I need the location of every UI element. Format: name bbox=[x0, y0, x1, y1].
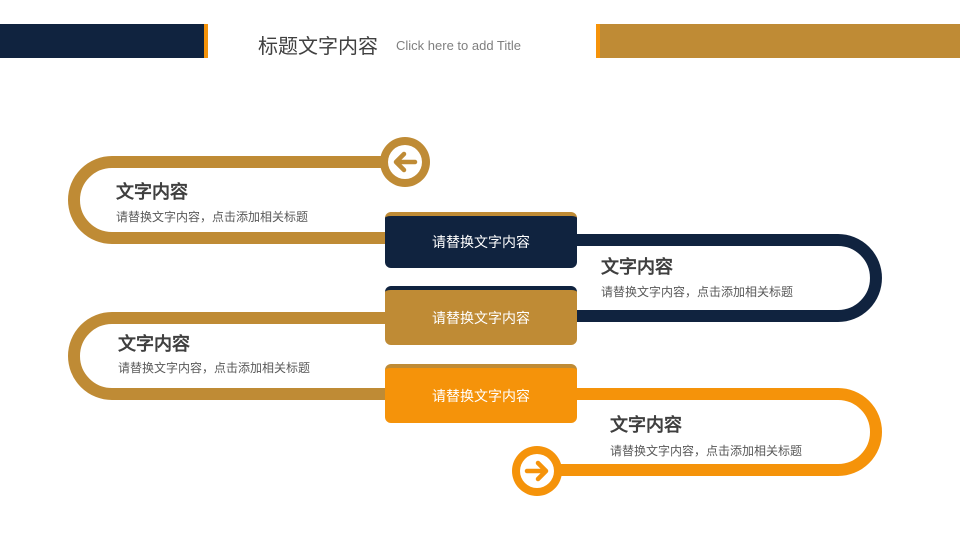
step-3-desc: 请替换文字内容，点击添加相关标题 bbox=[118, 361, 311, 375]
step-3-title: 文字内容 bbox=[118, 334, 190, 355]
arrow-right-circle-icon bbox=[512, 446, 562, 496]
header-bar-left bbox=[0, 24, 204, 58]
step-2-desc: 请替换文字内容，点击添加相关标题 bbox=[601, 285, 794, 299]
center-box-1: 请替换文字内容 bbox=[385, 212, 577, 268]
center-box-3: 请替换文字内容 bbox=[385, 364, 577, 423]
loop-1-path bbox=[68, 156, 395, 244]
center-box-2-label: 请替换文字内容 bbox=[432, 310, 530, 327]
center-box-1-label: 请替换文字内容 bbox=[432, 235, 530, 251]
page-subtitle: Click here to add Title bbox=[396, 38, 522, 53]
header-bar-left-accent bbox=[204, 24, 208, 58]
step-2-title: 文字内容 bbox=[601, 257, 673, 278]
header-bar-right bbox=[600, 24, 960, 58]
page-title: 标题文字内容 bbox=[258, 34, 378, 58]
step-4-desc: 请替换文字内容，点击添加相关标题 bbox=[610, 444, 803, 458]
loop-3-path bbox=[68, 312, 395, 400]
loop-4-path bbox=[540, 388, 882, 476]
step-1-desc: 请替换文字内容，点击添加相关标题 bbox=[116, 210, 309, 224]
header-bar-right-accent bbox=[596, 24, 600, 58]
step-1-title: 文字内容 bbox=[116, 182, 188, 203]
loop-2-path bbox=[560, 234, 882, 322]
center-box-3-label: 请替换文字内容 bbox=[432, 388, 530, 405]
step-4-title: 文字内容 bbox=[610, 415, 682, 436]
arrow-left-circle-icon bbox=[380, 137, 430, 187]
center-box-2: 请替换文字内容 bbox=[385, 286, 577, 345]
